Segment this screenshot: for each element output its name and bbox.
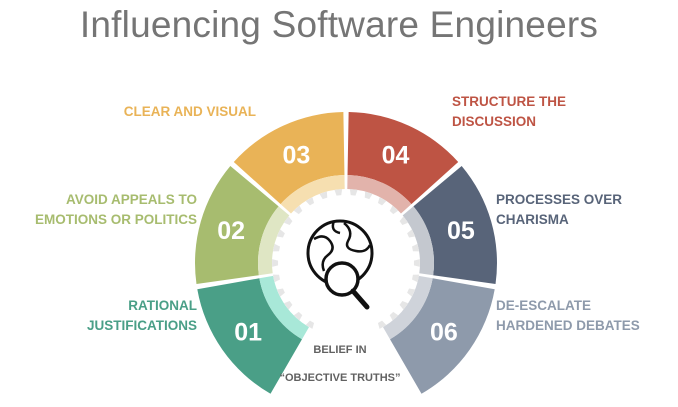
- label-05: PROCESSES OVER CHARISMA: [496, 190, 666, 230]
- gear-tooth: [305, 197, 315, 206]
- label-06-line2: HARDENED DEBATES: [496, 318, 640, 333]
- segment-05: 05: [402, 165, 498, 285]
- center-line-2: “OBJECTIVE TRUTHS”: [279, 372, 401, 384]
- gear-tooth: [399, 216, 409, 225]
- gear-tooth: [293, 205, 303, 215]
- page-title: Influencing Software Engineers: [79, 4, 599, 45]
- gear-tooth: [399, 301, 409, 310]
- segment-number-04: 04: [382, 141, 410, 169]
- label-03-line1: CLEAR AND VISUAL: [123, 104, 256, 119]
- gear-tooth: [272, 274, 281, 283]
- gear-tooth: [411, 243, 420, 252]
- label-04-line1: STRUCTURE THE: [452, 94, 566, 109]
- gear-tooth: [349, 189, 358, 196]
- segment-accent-04: [347, 175, 412, 214]
- gear-tooth: [377, 197, 387, 206]
- gear-tooth: [377, 320, 387, 329]
- gear-tooth: [389, 205, 399, 215]
- label-01-line2: JUSTIFICATIONS: [86, 318, 197, 333]
- gear-tooth: [407, 229, 416, 238]
- segment-band-05: [413, 165, 498, 285]
- segment-number-01: 01: [234, 319, 262, 347]
- gear-tooth: [319, 191, 328, 200]
- segment-band-03: [233, 112, 345, 205]
- segment-number-06: 06: [430, 319, 458, 347]
- segment-01: 01: [197, 275, 309, 394]
- gear-tooth: [411, 274, 420, 283]
- segment-03: 03: [233, 112, 345, 214]
- gear-tooth: [283, 301, 293, 310]
- segment-number-05: 05: [447, 217, 475, 245]
- gear-tooth: [293, 311, 303, 321]
- label-05-line2: CHARISMA: [496, 212, 569, 227]
- gear-tooth: [364, 191, 373, 200]
- gear-tooth: [272, 243, 281, 252]
- gear-tooth: [272, 259, 279, 267]
- gear-tooth: [389, 311, 399, 321]
- gear-tooth: [407, 288, 416, 297]
- segment-number-02: 02: [217, 217, 245, 245]
- label-01-line1: RATIONAL: [128, 298, 197, 313]
- gear-tooth: [276, 288, 285, 297]
- gear-tooth: [413, 259, 420, 267]
- gear-tooth: [334, 189, 343, 196]
- segment-06: 06: [383, 275, 495, 394]
- label-06: DE-ESCALATE HARDENED DEBATES: [496, 296, 666, 336]
- segment-band-01: [197, 278, 302, 394]
- label-02: AVOID APPEALS TO EMOTIONS OR POLITICS: [10, 190, 197, 230]
- segment-accent-05: [402, 206, 435, 276]
- segment-02: 02: [195, 165, 290, 285]
- segment-accent-01: [259, 275, 309, 340]
- gear-tooth: [276, 229, 285, 238]
- segment-04: 04: [347, 112, 459, 214]
- label-03: CLEAR AND VISUAL: [100, 102, 256, 122]
- label-06-line1: DE-ESCALATE: [496, 298, 592, 313]
- segment-accent-06: [383, 275, 433, 340]
- globe-magnifier-icon: [306, 219, 374, 310]
- label-04-line2: DISCUSSION: [452, 114, 537, 129]
- label-02-line1: AVOID APPEALS TO: [65, 192, 197, 207]
- gear-tooth: [283, 216, 293, 225]
- segment-band-04: [347, 112, 459, 205]
- segment-accent-03: [280, 175, 345, 214]
- gear-tooth: [305, 320, 315, 329]
- gear-ring: [272, 189, 420, 329]
- label-01: RATIONAL JUSTIFICATIONS: [60, 296, 197, 336]
- label-02-line2: EMOTIONS OR POLITICS: [34, 212, 197, 227]
- segment-band-02: [195, 165, 279, 285]
- label-05-line1: PROCESSES OVER: [496, 192, 623, 207]
- segment-band-06: [390, 278, 495, 394]
- segment-accent-02: [258, 206, 290, 276]
- center-line-1: BELIEF IN: [313, 344, 367, 356]
- label-04: STRUCTURE THE DISCUSSION: [452, 92, 632, 132]
- segment-number-03: 03: [283, 141, 311, 169]
